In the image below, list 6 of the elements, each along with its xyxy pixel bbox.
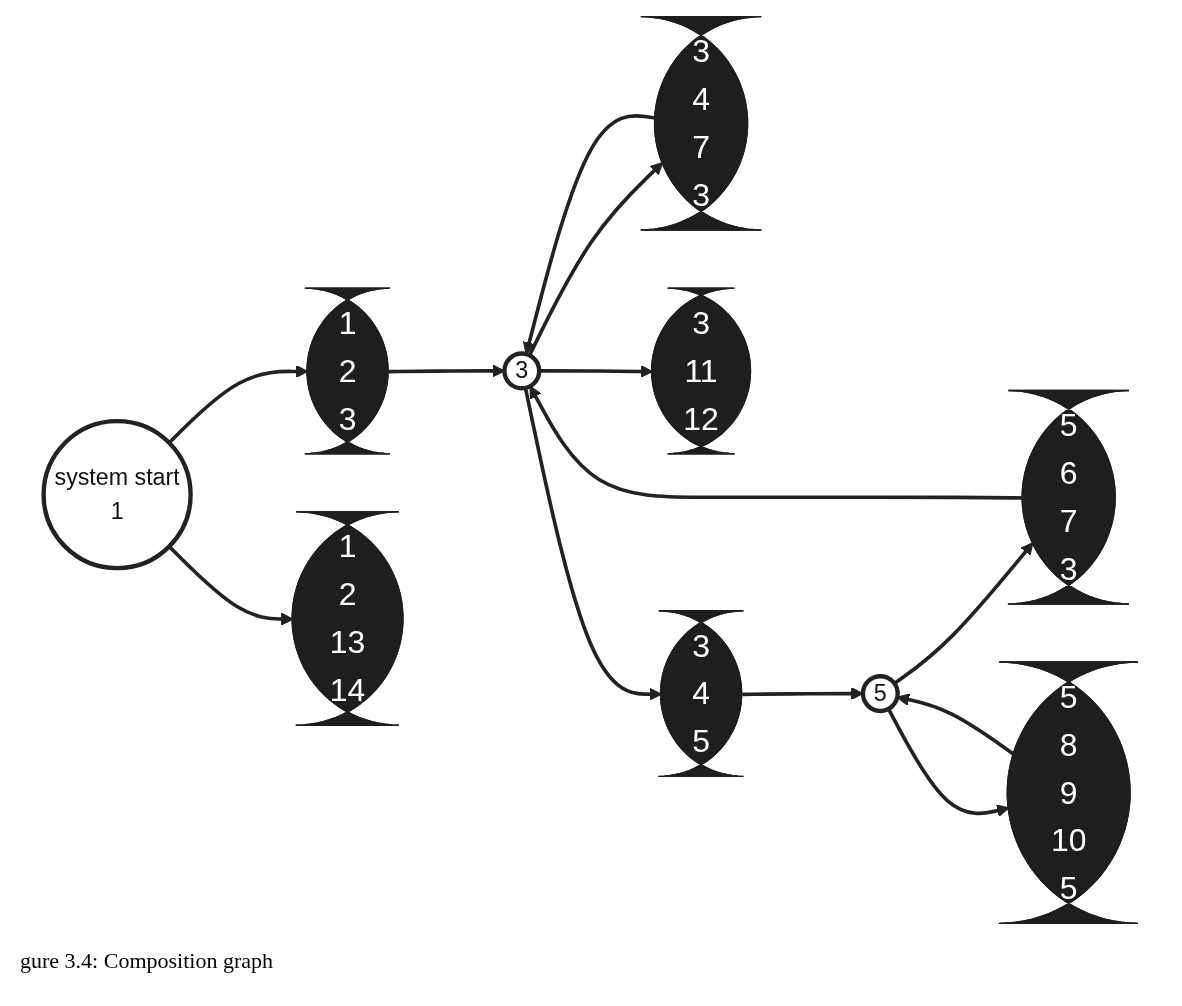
arrow bbox=[893, 542, 1034, 685]
node-circle: 5 bbox=[860, 674, 901, 714]
arrow bbox=[887, 708, 1010, 817]
figure-caption: gure 3.4: Composition graph bbox=[20, 948, 273, 974]
node-circle: system start 1 bbox=[41, 419, 193, 571]
node-circle: 3 bbox=[502, 351, 542, 391]
